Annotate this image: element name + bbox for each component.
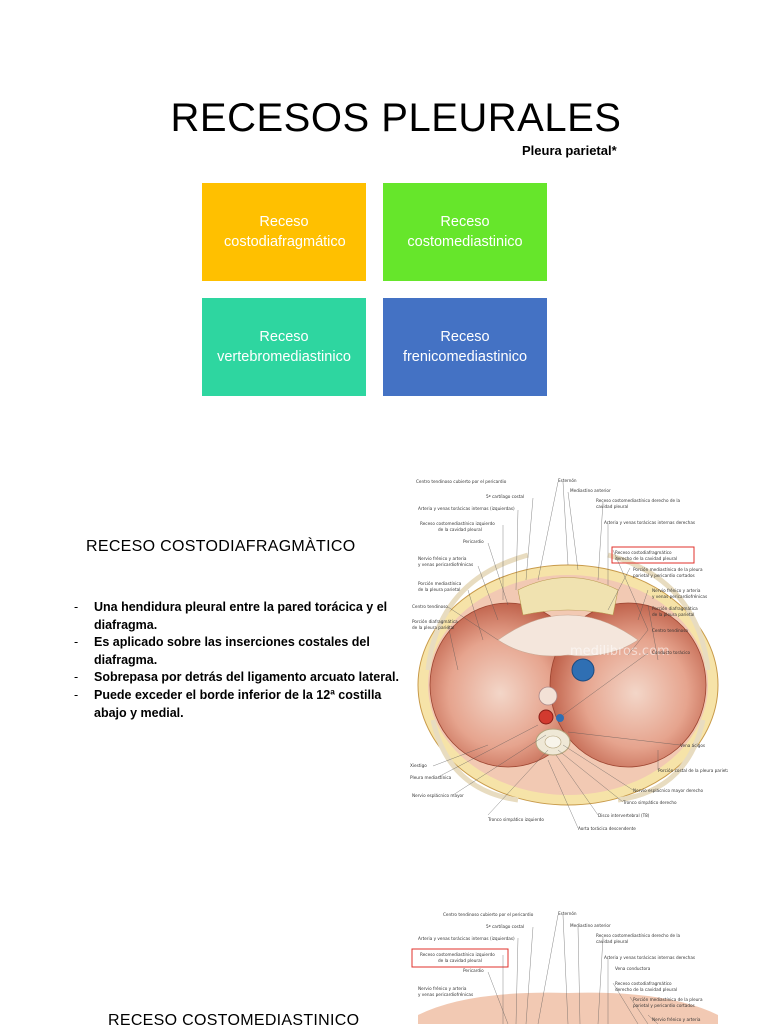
svg-text:Tronco simpático derecho: Tronco simpático derecho — [622, 800, 677, 805]
svg-text:parietal y pericardio cortados: parietal y pericardio cortados — [633, 573, 695, 578]
box-costomediastinico: Receso costomediastinico — [383, 183, 547, 281]
svg-text:Esternón: Esternón — [558, 911, 577, 916]
svg-text:de la cavidad pleural: de la cavidad pleural — [438, 958, 482, 963]
box-label: Receso vertebromediastinico — [217, 329, 351, 365]
svg-text:Centro tendinoso: Centro tendinoso — [652, 628, 688, 633]
diaphragm-illustration-2-svg: Centro tendinoso cubierto por el pericar… — [411, 911, 718, 1024]
svg-text:Porción diafragmática: Porción diafragmática — [412, 619, 458, 624]
svg-text:Receso costomediastínico derec: Receso costomediastínico derecho de la — [596, 498, 681, 503]
svg-text:Nervio frénico y arteria: Nervio frénico y arteria — [418, 556, 467, 561]
svg-text:y venas pericardiofrénicas: y venas pericardiofrénicas — [418, 562, 473, 567]
highlight-box — [611, 546, 695, 564]
svg-text:Receso costodiafragmático: Receso costodiafragmático — [615, 981, 672, 986]
svg-text:Vena ácigos: Vena ácigos — [680, 743, 705, 748]
svg-text:Aorta torácica descendente: Aorta torácica descendente — [578, 826, 636, 831]
svg-text:Arteria y venas torácicas inte: Arteria y venas torácicas internas derec… — [604, 520, 695, 525]
svg-text:Nervio esplácnico mayor derech: Nervio esplácnico mayor derecho — [633, 788, 704, 793]
svg-text:Esternón: Esternón — [558, 478, 577, 483]
svg-text:Centro tendinoso: Centro tendinoso — [412, 604, 448, 609]
svg-text:de la pleura parietal: de la pleura parietal — [652, 612, 694, 617]
svg-text:Nervio frénico y arteria: Nervio frénico y arteria — [652, 1017, 701, 1022]
svg-text:Arteria y venas torácicas inte: Arteria y venas torácicas internas derec… — [604, 955, 695, 960]
svg-text:cavidad pleural: cavidad pleural — [596, 504, 628, 509]
svg-text:Receso costomediastínico izqui: Receso costomediastínico izquierdo — [420, 952, 495, 957]
svg-text:Mediastino anterior: Mediastino anterior — [570, 923, 611, 928]
svg-text:Arteria y venas torácicas inte: Arteria y venas torácicas internas (izqu… — [418, 506, 515, 511]
svg-text:Receso costodiafragmático: Receso costodiafragmático — [615, 550, 672, 555]
subtitle: Pleura parietal* — [522, 143, 617, 158]
list-item: -Es aplicado sobre las inserciones costa… — [74, 635, 370, 667]
list-item: -Sobrepasa por detrás del ligamento arcu… — [74, 670, 399, 685]
svg-text:parietal y pericardio cortados: parietal y pericardio cortados — [633, 1003, 695, 1008]
svg-text:5ª cartílago costal: 5ª cartílago costal — [486, 924, 524, 929]
box-frenicomediastinico: Receso frenicomediastinico — [383, 298, 547, 396]
box-label: Receso frenicomediastinico — [402, 329, 528, 365]
svg-text:Centro tendinoso cubierto por: Centro tendinoso cubierto por el pericar… — [416, 479, 507, 484]
svg-text:Mediastino anterior: Mediastino anterior — [570, 488, 611, 493]
svg-text:Nervio frénico y arteria: Nervio frénico y arteria — [652, 588, 701, 593]
box-costodiafragmatico: Receso costodiafragmático — [202, 183, 366, 281]
bullet-list: -Una hendidura pleural entre la pared to… — [74, 599, 404, 722]
svg-text:Arteria y venas torácicas inte: Arteria y venas torácicas internas (izqu… — [418, 936, 515, 941]
svg-text:cavidad pleural: cavidad pleural — [596, 939, 628, 944]
svg-text:y venas pericardiofrénicas: y venas pericardiofrénicas — [652, 594, 707, 599]
svg-text:Xiestigo: Xiestigo — [410, 763, 427, 768]
svg-text:de la pleura parietal: de la pleura parietal — [418, 587, 460, 592]
diaphragm-illustration-2: Centro tendinoso cubierto por el pericar… — [408, 905, 728, 1024]
svg-text:Porción mediastínica de la ple: Porción mediastínica de la pleura — [633, 997, 703, 1002]
svg-text:Centro tendinoso cubierto por: Centro tendinoso cubierto por el pericar… — [443, 912, 534, 917]
highlight-box — [411, 948, 509, 968]
svg-text:derecho de la cavidad pleural: derecho de la cavidad pleural — [615, 987, 677, 992]
svg-text:Nervio esplácnico mayor: Nervio esplácnico mayor — [412, 793, 464, 798]
svg-text:Vena conductora: Vena conductora — [615, 966, 651, 971]
svg-text:Porción diafragmática: Porción diafragmática — [652, 606, 698, 611]
list-item: -Puede exceder el borde inferior de la 1… — [74, 687, 382, 720]
box-vertebromediastinico: Receso vertebromediastinico — [202, 298, 366, 396]
svg-text:Porción mediastínica de la ple: Porción mediastínica de la pleura — [633, 567, 703, 572]
box-label: Receso costodiafragmático — [224, 214, 346, 250]
svg-text:Receso costomediastínico derec: Receso costomediastínico derecho de la — [596, 933, 681, 938]
box-label: Receso costomediastinico — [407, 214, 523, 250]
list-item: -Una hendidura pleural entre la pared to… — [74, 600, 388, 632]
svg-text:Pericardio: Pericardio — [463, 539, 484, 544]
diaphragm-illustration: medilibros.com Centro tendinoso cubierto… — [408, 470, 728, 840]
svg-text:y venas pericardiofrénicas: y venas pericardiofrénicas — [418, 992, 473, 997]
section-heading-costodiafragmatico: RECESO COSTODIAFRAGMÀTICO — [86, 538, 356, 555]
svg-text:5ª cartílago costal: 5ª cartílago costal — [486, 494, 524, 499]
diaphragm-illustration-svg: medilibros.com Centro tendinoso cubierto… — [410, 478, 728, 831]
page-title: RECESOS PLEURALES — [170, 96, 622, 140]
svg-text:Pleura mediastínica: Pleura mediastínica — [410, 775, 452, 780]
svg-text:derecho de la cavidad pleural: derecho de la cavidad pleural — [615, 556, 677, 561]
svg-text:Tronco simpático izquierdo: Tronco simpático izquierdo — [487, 817, 544, 822]
svg-text:de la cavidad pleural: de la cavidad pleural — [438, 527, 482, 532]
svg-text:Nervio frénico y arteria: Nervio frénico y arteria — [418, 986, 467, 991]
svg-text:Porción mediastínica: Porción mediastínica — [418, 581, 462, 586]
svg-text:de la pleura parietal: de la pleura parietal — [412, 625, 454, 630]
svg-text:Receso costomediastínico izqui: Receso costomediastínico izquierdo — [420, 521, 495, 526]
svg-text:Disco intervertebral (T8): Disco intervertebral (T8) — [598, 813, 650, 818]
svg-text:Porción costal de la pleura pa: Porción costal de la pleura parietal — [658, 768, 728, 773]
svg-text:Pericardio: Pericardio — [463, 968, 484, 973]
svg-text:Conducto torácico: Conducto torácico — [652, 650, 691, 655]
section-heading-costomediastinico: RECESO COSTOMEDIASTINICO — [108, 1012, 360, 1029]
